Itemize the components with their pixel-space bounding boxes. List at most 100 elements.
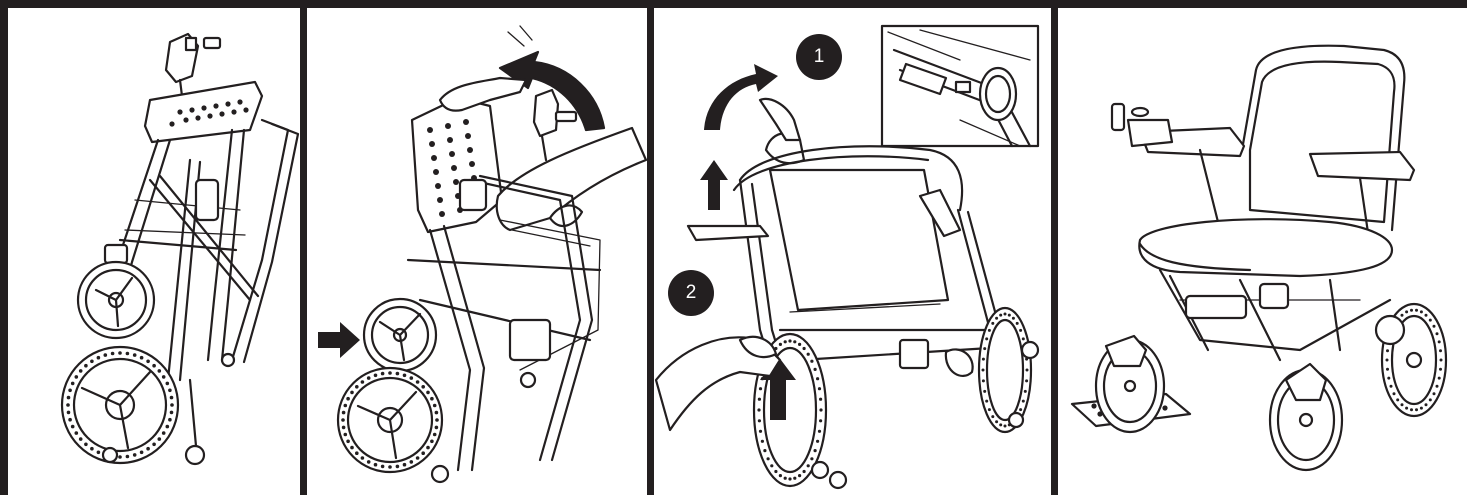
tread-dot	[760, 439, 765, 443]
tread-dot	[70, 424, 75, 429]
tread-dot	[125, 454, 130, 459]
tread-dot	[1405, 406, 1409, 410]
tread-dot	[68, 388, 72, 393]
tread-dot	[1410, 308, 1413, 312]
tread-dot	[798, 342, 802, 346]
tread-dot	[432, 403, 437, 408]
folded-chair-drawing	[60, 32, 300, 466]
tread-dot	[1021, 399, 1025, 403]
tread-dot	[395, 464, 400, 469]
tread-dot	[380, 371, 385, 376]
perforation-dot	[433, 169, 439, 175]
tread-dot	[373, 373, 378, 378]
opening-chair-drawing	[654, 24, 1040, 490]
tread-dot	[981, 379, 985, 383]
tread-dot	[757, 419, 762, 423]
tread-dot	[1432, 392, 1436, 396]
tread-dot	[168, 388, 172, 393]
tread-dot	[778, 474, 783, 478]
tread-dot	[1021, 337, 1025, 341]
tread-dot	[985, 399, 989, 403]
tread-dot	[1015, 321, 1019, 325]
perforation-dot	[1091, 403, 1097, 409]
tread-dot	[1439, 358, 1443, 362]
tread-dot	[74, 431, 79, 435]
tread-dot	[341, 410, 346, 415]
perforation-dot	[467, 147, 473, 153]
tread-dot	[402, 462, 407, 467]
tread-dot	[169, 410, 174, 415]
tread-dot	[152, 363, 156, 368]
tread-dot	[118, 351, 122, 355]
tread-dot	[432, 432, 437, 437]
tread-dot	[819, 397, 823, 401]
tread-dot	[346, 439, 350, 444]
tread-dot	[1435, 384, 1439, 388]
tread-dot	[90, 359, 94, 364]
tread-dot	[813, 449, 817, 453]
perforation-dot	[463, 119, 469, 125]
tread-dot	[806, 464, 810, 468]
tread-dot	[802, 469, 806, 474]
tread-dot	[78, 369, 83, 373]
tread-dot	[421, 385, 426, 389]
tread-dot	[1003, 424, 1007, 428]
tread-dot	[165, 381, 170, 386]
tread-dot	[84, 442, 88, 447]
tread-dot	[810, 359, 814, 363]
panel-divider-1	[300, 0, 307, 495]
perforation-dot	[445, 123, 451, 129]
tread-dot	[1410, 408, 1413, 412]
tread-dot	[355, 385, 359, 389]
tread-dot	[1386, 349, 1389, 353]
tread-dot	[766, 457, 770, 461]
unfolding-chair-drawing	[318, 25, 648, 484]
top-border	[0, 0, 1467, 8]
tread-dot	[1424, 403, 1428, 407]
tread-dot	[343, 403, 348, 408]
tread-dot	[366, 376, 371, 380]
perforation-dot	[451, 165, 457, 171]
tread-dot	[388, 371, 392, 375]
tread-dot	[1437, 340, 1441, 344]
tread-dot	[66, 395, 71, 400]
tread-dot	[125, 351, 130, 356]
tread-dot	[66, 403, 70, 407]
tread-dot	[1019, 328, 1023, 332]
tread-dot	[987, 408, 991, 412]
tread-dot	[819, 419, 823, 423]
tread-dot	[1432, 324, 1436, 328]
tread-dot	[168, 417, 172, 422]
tread-dot	[983, 389, 987, 393]
tread-dot	[793, 340, 797, 344]
push-arrow	[318, 322, 360, 358]
step-badge-2: 2	[668, 270, 714, 316]
tread-dot	[139, 450, 144, 455]
tread-dot	[161, 375, 166, 379]
tread-dot	[165, 424, 170, 429]
tread-dot	[995, 316, 999, 320]
tread-dot	[430, 439, 434, 444]
tread-dot	[70, 381, 75, 386]
tread-dot	[434, 425, 439, 430]
tread-dot	[1019, 408, 1023, 412]
tread-dot	[341, 418, 345, 422]
panel-divider-3	[1051, 0, 1058, 495]
tread-dot	[1439, 367, 1442, 371]
unfolded-chair-drawing	[1070, 44, 1448, 472]
tread-dot	[78, 437, 83, 441]
tread-dot	[96, 450, 101, 455]
tread-dot	[798, 474, 802, 478]
tread-dot	[169, 395, 174, 400]
tread-dot	[1389, 384, 1393, 388]
tread-dot	[1437, 376, 1441, 380]
tread-dot	[1428, 318, 1432, 322]
tread-dot	[118, 455, 122, 459]
tread-dot	[409, 460, 414, 464]
tread-dot	[1025, 379, 1029, 383]
tread-dot	[68, 417, 72, 422]
tread-dot	[983, 347, 987, 351]
tread-dot	[346, 396, 350, 401]
tread-dot	[1025, 368, 1029, 372]
